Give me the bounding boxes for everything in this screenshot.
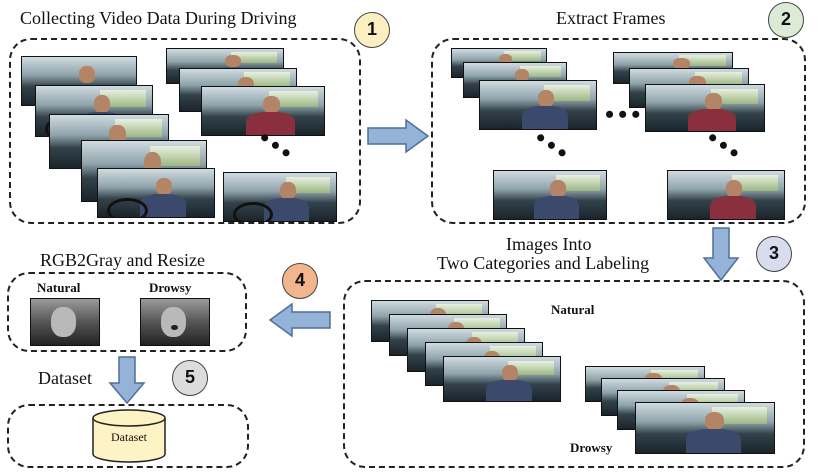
gray-resize-box: Natural Drowsy	[7, 272, 247, 352]
natural-section-label: Natural	[551, 302, 595, 317]
extracted-frame	[645, 84, 765, 132]
step2-title: Extract Frames	[556, 8, 666, 28]
drowsy-label: Drowsy	[149, 280, 192, 295]
video-frame	[97, 168, 215, 218]
arrow-down-icon	[702, 227, 740, 282]
step1-title: Collecting Video Data During Driving	[20, 8, 297, 28]
step4-badge: 4	[282, 263, 318, 299]
step5-badge: 5	[172, 360, 208, 396]
arrow-right-icon	[367, 118, 430, 154]
step2-badge: 2	[768, 2, 804, 38]
natural-label: Natural	[37, 280, 81, 295]
natural-gray-image	[30, 298, 100, 346]
drowsy-section-label: Drowsy	[570, 440, 613, 455]
ellipsis-icon: •••	[700, 123, 750, 170]
database-cylinder-icon	[92, 409, 166, 463]
step5-title: Dataset	[38, 368, 92, 388]
extracted-frame	[667, 170, 785, 220]
labeling-box: Natural Drowsy	[343, 280, 805, 468]
arrow-left-icon	[268, 302, 331, 338]
collect-video-box: •••	[9, 38, 361, 224]
step1-badge: 1	[354, 12, 390, 48]
step4-title: RGB2Gray and Resize	[40, 250, 205, 270]
drowsy-gray-image	[140, 298, 210, 346]
dataset-cylinder-label: Dataset	[111, 430, 147, 444]
natural-frame	[443, 356, 561, 402]
arrow-down-icon	[108, 356, 146, 405]
extracted-frame	[493, 170, 607, 220]
drowsy-frame	[635, 402, 775, 454]
step3-badge: 3	[756, 236, 792, 272]
ellipsis-icon: •••	[605, 100, 645, 129]
step3-title-line2: Two Categories and Labeling	[437, 253, 650, 273]
extracted-frame	[479, 80, 597, 130]
ellipsis-icon: •••	[252, 123, 302, 170]
extract-frames-box: ••• ••• •••	[431, 38, 806, 224]
video-frame	[201, 86, 325, 136]
dataset-box	[7, 404, 249, 468]
ellipsis-icon: •••	[528, 123, 578, 170]
step3-title-line1: Images Into	[506, 234, 592, 254]
video-frame	[223, 172, 337, 222]
